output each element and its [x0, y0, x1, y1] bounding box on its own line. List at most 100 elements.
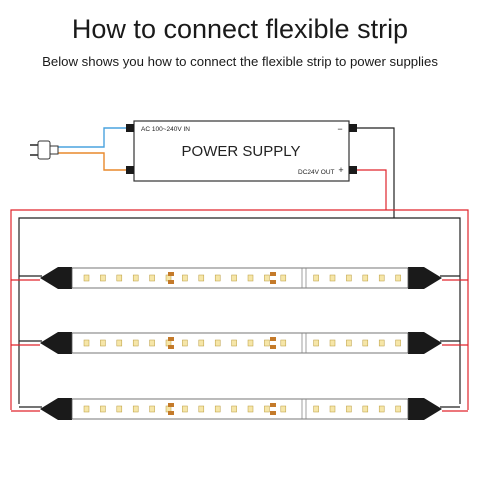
- strip-1-right-connector: [408, 267, 442, 289]
- strip-2-resistor: [168, 337, 174, 341]
- diagram-title: How to connect flexible strip: [71, 14, 409, 44]
- strip-1: [40, 267, 442, 289]
- strip-1-led: [116, 274, 123, 282]
- strip-2-right-connector: [408, 332, 442, 354]
- ac-input-label: AC 100~240V IN: [141, 126, 190, 133]
- strip-2-led: [378, 339, 385, 347]
- strip-2-led: [395, 339, 401, 347]
- strip-3-led: [247, 405, 254, 413]
- ac-terminal-bottom: [126, 166, 134, 174]
- strip-1-led: [313, 274, 319, 282]
- strip-3-led: [362, 405, 369, 413]
- wires: [10, 127, 469, 412]
- strip-3-led: [313, 405, 319, 413]
- negative-symbol: −: [337, 124, 342, 134]
- dc-output-label: DC24V OUT: [298, 169, 335, 176]
- strip-3-right-connector: [408, 398, 442, 420]
- strip-1-tape: [71, 267, 409, 289]
- strip-3-led: [214, 405, 221, 413]
- strip-1-led: [264, 274, 270, 282]
- strip-2-led: [313, 339, 319, 347]
- strip-1-led: [198, 274, 205, 282]
- strip-3-led: [116, 405, 123, 413]
- strip-2-led: [231, 339, 237, 347]
- strip-3-resistor: [270, 411, 276, 415]
- strip-2-resistor: [168, 345, 174, 349]
- strip-1-led: [149, 274, 155, 282]
- strip-1-led: [214, 274, 221, 282]
- strip-2-led: [346, 339, 352, 347]
- strip-3-resistor: [270, 403, 276, 407]
- strip-2-led: [83, 339, 90, 347]
- dc-terminal-positive: [349, 166, 357, 174]
- strip-3-led: [264, 405, 270, 413]
- strip-3-left-connector: [40, 398, 72, 420]
- dc-terminal-negative: [349, 124, 357, 132]
- strip-2-led: [182, 339, 188, 347]
- strip-2-led: [198, 339, 205, 347]
- positive-bus-wire: [10, 209, 469, 410]
- ac-terminal-top: [126, 124, 134, 132]
- strip-1-led: [378, 274, 385, 282]
- strip-2-tape: [71, 332, 409, 354]
- strip-2-led: [247, 339, 254, 347]
- strip-1-resistor: [168, 280, 174, 284]
- strip-3-led: [198, 405, 205, 413]
- strip-1-left-connector: [40, 267, 72, 289]
- power-supply-unit: AC 100~240V IN POWER SUPPLY DC24V OUT − …: [126, 120, 357, 182]
- strip-1-led: [231, 274, 237, 282]
- strip-1-led: [362, 274, 369, 282]
- strip-3: [40, 398, 442, 420]
- dc-negative-wire: [357, 127, 395, 218]
- strip-3-led: [329, 405, 336, 413]
- strip-1-led: [100, 274, 106, 282]
- led-strips: [40, 267, 442, 420]
- strip-1-led: [280, 274, 287, 282]
- strip-3-led: [378, 405, 385, 413]
- strip-3-resistor: [168, 411, 174, 415]
- strip-2-led: [280, 339, 287, 347]
- ac-live-wire: [58, 127, 126, 148]
- strip-2: [40, 332, 442, 354]
- strip-3-led: [395, 405, 401, 413]
- strip-3-led: [182, 405, 188, 413]
- strip-3-led: [346, 405, 352, 413]
- strip-1-led: [346, 274, 352, 282]
- strip-3-led: [100, 405, 106, 413]
- positive-symbol: +: [338, 165, 343, 175]
- strip-1-resistor: [168, 272, 174, 276]
- strip-1-led: [247, 274, 254, 282]
- strip-1-led: [132, 274, 139, 282]
- strip-1-led: [83, 274, 90, 282]
- strip-3-tape: [71, 398, 409, 420]
- strip-2-led: [214, 339, 221, 347]
- strip-1-led: [182, 274, 188, 282]
- strip-2-resistor: [270, 337, 276, 341]
- strip-2-resistor: [270, 345, 276, 349]
- strip-1-led: [329, 274, 336, 282]
- strip-2-led: [329, 339, 336, 347]
- strip-3-led: [231, 405, 237, 413]
- strip-2-led: [116, 339, 123, 347]
- power-supply-box: [133, 120, 350, 182]
- negative-bus-wire: [18, 217, 461, 404]
- strip-2-led: [132, 339, 139, 347]
- strip-3-resistor: [168, 403, 174, 407]
- strip-2-led: [264, 339, 270, 347]
- strip-3-led: [149, 405, 155, 413]
- diagram-subtitle: Below shows you how to connect the flexi…: [42, 54, 438, 69]
- strip-1-led: [395, 274, 401, 282]
- strip-2-led: [362, 339, 369, 347]
- strip-3-led: [132, 405, 139, 413]
- dc-positive-wire: [357, 169, 387, 210]
- strip-3-led: [280, 405, 287, 413]
- strip-2-led: [149, 339, 155, 347]
- ac-neutral-wire: [58, 152, 126, 171]
- strip-1-resistor: [270, 280, 276, 284]
- strip-1-resistor: [270, 272, 276, 276]
- ac-plug-icon: [30, 140, 59, 160]
- power-supply-label: POWER SUPPLY: [182, 143, 301, 160]
- strip-2-led: [100, 339, 106, 347]
- strip-3-led: [83, 405, 90, 413]
